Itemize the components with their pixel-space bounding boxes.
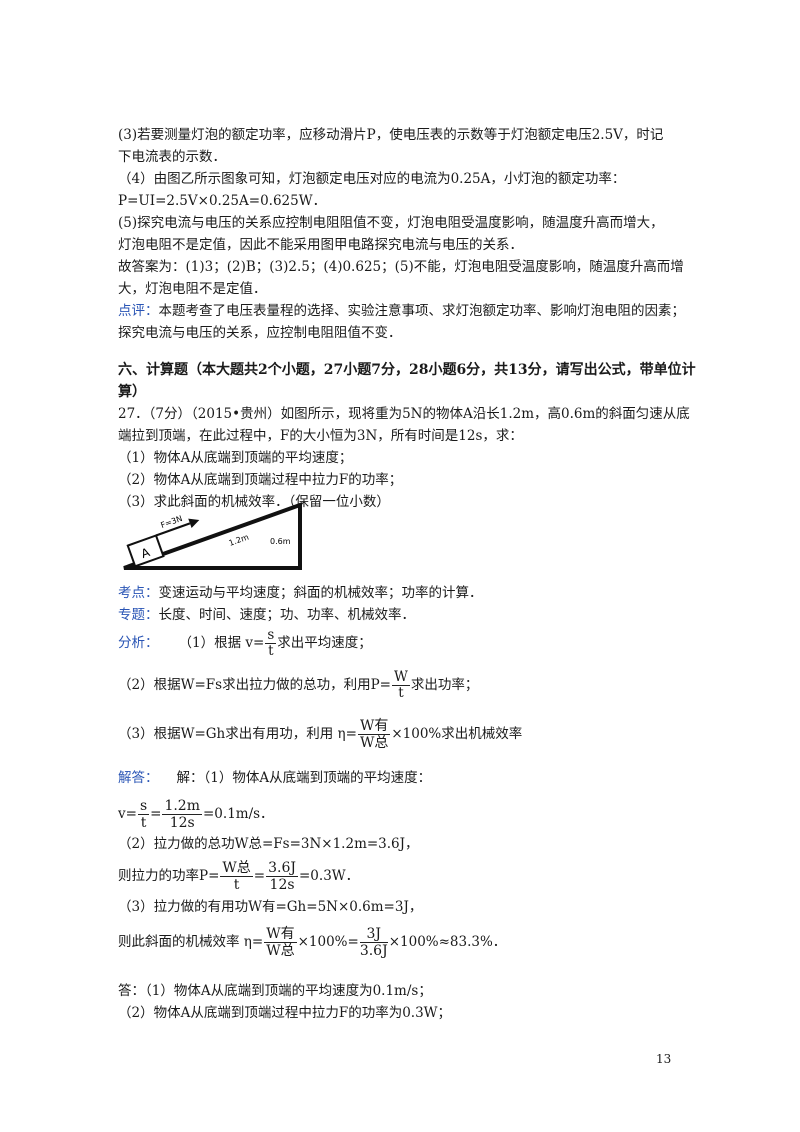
text-line: 探究电流与电压的关系，应控制电阻阻值不变． [118, 325, 402, 341]
solution-line: （2）拉力做的总功W总=Fs=3N×1.2m=3.6J， [118, 836, 419, 852]
height-label: 0.6m [270, 537, 291, 546]
review-label: 点评： [118, 303, 159, 319]
text-line: 灯泡电阻不是定值，因此不能采用图甲电路探究电流与电压的关系． [118, 237, 523, 253]
answer-line: （2）物体A从底端到顶端过程中拉力F的功率为0.3W； [118, 1005, 452, 1021]
text-line: 下电流表的示数． [118, 149, 226, 165]
arrow-head [188, 518, 200, 529]
text-line: 大，灯泡电阻不是定值． [118, 281, 267, 297]
text-line: 故答案为：(1)3；(2)B；(3)2.5；(4)0.625；(5)不能，灯泡电… [118, 259, 684, 275]
zhuanti-line: 专题：长度、时间、速度；功、功率、机械效率． [118, 607, 415, 623]
solution-line: 解答：解：（1）物体A从底端到顶端的平均速度： [118, 770, 432, 786]
text-line: （4）由图乙所示图象可知，灯泡额定电压对应的电流为0.25A，小灯泡的额定功率： [118, 171, 626, 187]
answer-line: 答：（1）物体A从底端到顶端的平均速度为0.1m/s； [118, 983, 432, 999]
solution-label: 解答： [118, 770, 159, 786]
kaodian-label: 考点： [118, 585, 159, 601]
question-line: 27．（7分）（2015•贵州）如图所示，现将重为5N的物体A沿长1.2m，高0… [118, 406, 690, 422]
text-line: (3)若要测量灯泡的额定功率，应移动滑片P，使电压表的示数等于灯泡额定电压2.5… [118, 127, 664, 143]
kaodian-line: 考点：变速运动与平均速度；斜面的机械效率；功率的计算． [118, 585, 483, 601]
incline-triangle [123, 502, 302, 570]
question-line: （2）物体A从底端到顶端过程中拉力F的功率； [118, 472, 403, 488]
block-a: A F=3N [126, 514, 200, 568]
section-title: 算） [118, 384, 146, 400]
question-line: （1）物体A从底端到顶端的平均速度； [118, 450, 353, 466]
zhuanti-label: 专题： [118, 607, 159, 623]
incline-figure: A F=3N 1.2m 0.6m [123, 502, 302, 570]
review-line: 点评：本题考查了电压表量程的选择、实验注意事项、求灯泡额定功率、影响灯泡电阻的因… [118, 303, 685, 319]
section-title: 六、计算题（本大题共2个小题，27小题7分，28小题6分，共13分，请写出公式，… [118, 362, 696, 378]
text-line: P=UI=2.5V×0.25A=0.625W． [118, 193, 327, 209]
page-number: 13 [656, 1052, 672, 1066]
solution-line: （3）拉力做的有用功W有=Gh=5N×0.6m=3J， [118, 899, 423, 915]
force-arrow [155, 522, 191, 537]
question-line: 端拉到顶端，在此过程中，F的大小恒为3N，所有时间是12s，求： [118, 428, 523, 444]
question-line: （3）求此斜面的机械效率．（保留一位小数） [118, 494, 390, 510]
analysis-label: 分析： [118, 635, 159, 651]
length-label: 1.2m [228, 532, 251, 547]
text-line: (5)探究电流与电压的关系应控制电阻阻值不变，灯泡电阻受温度影响，随温度升高而增… [118, 215, 664, 231]
